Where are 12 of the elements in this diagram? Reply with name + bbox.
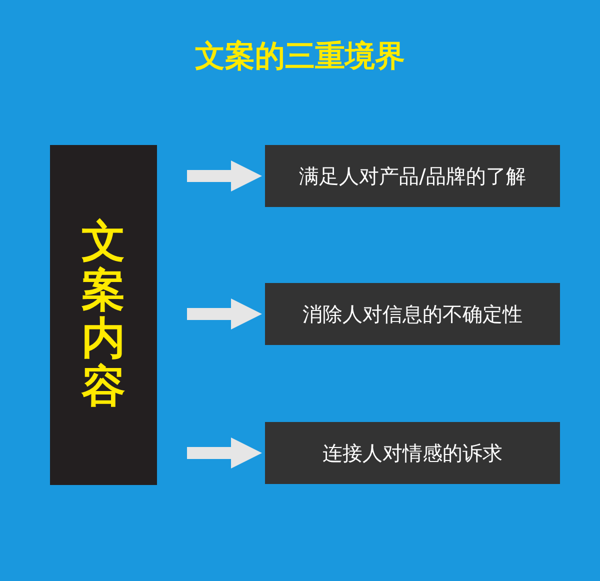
box-label: 消除人对信息的不确定性 bbox=[302, 300, 522, 328]
text-box bbox=[265, 422, 560, 484]
block-arrow bbox=[187, 437, 262, 469]
block-arrow bbox=[187, 160, 262, 192]
vertical-title-box bbox=[50, 145, 157, 485]
text-box bbox=[265, 283, 560, 345]
box-label: 满足人对产品/品牌的了解 bbox=[299, 162, 526, 190]
text-box bbox=[265, 145, 560, 207]
block-arrow bbox=[187, 298, 262, 330]
title: 文案的三重境界 bbox=[194, 38, 406, 76]
box-label: 连接人对情感的诉求 bbox=[322, 440, 502, 466]
box-label: 文案内容 bbox=[82, 218, 126, 412]
